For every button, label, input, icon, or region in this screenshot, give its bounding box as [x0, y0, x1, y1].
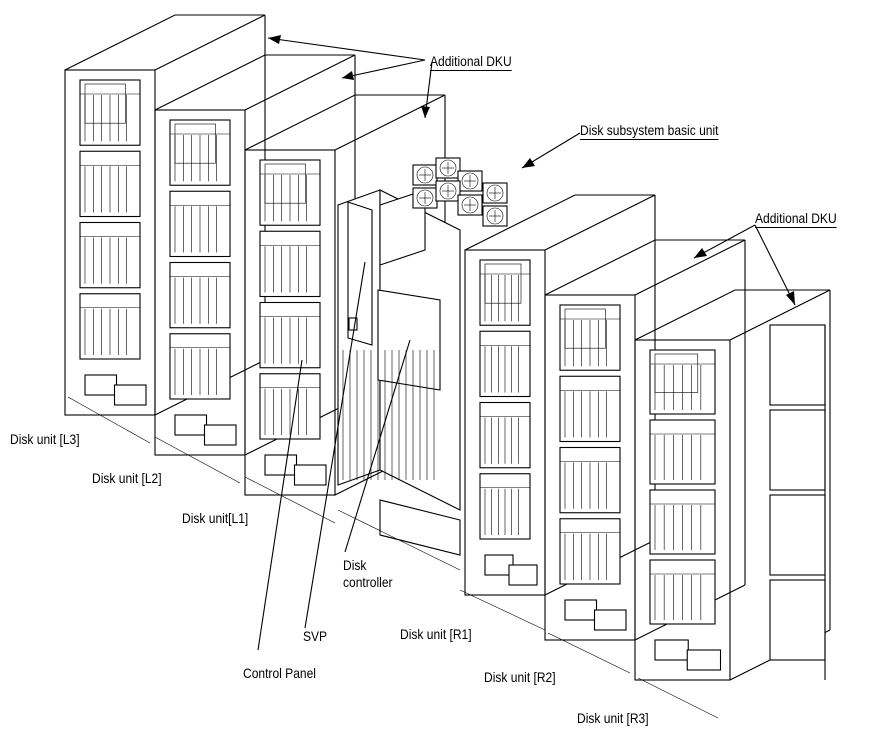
controller-base — [379, 499, 461, 556]
label-disk-controller-1: Disk — [343, 557, 367, 573]
upper-box — [379, 189, 426, 266]
label-additional-dku-top: Additional DKU — [430, 53, 512, 71]
label-disk-unit-l3: Disk unit [L3] — [10, 431, 80, 447]
label-svp: SVP — [303, 628, 328, 644]
bracket-6 — [547, 632, 631, 674]
label-disk-unit-r3: Disk unit [R3] — [577, 710, 649, 726]
cabinet-r2 — [544, 239, 746, 641]
svp-panel — [347, 201, 373, 346]
label-disk-unit-l1: Disk unit[L1] — [182, 510, 249, 526]
controller-slats — [342, 350, 435, 480]
bracket-1 — [67, 396, 151, 444]
label-disk-unit-l2: Disk unit [L2] — [92, 470, 162, 486]
bracket-2 — [154, 436, 241, 484]
fan-array — [412, 157, 508, 227]
leader-lines — [257, 35, 796, 651]
basic-unit-center — [337, 157, 508, 556]
label-additional-dku-right: Additional DKU — [755, 210, 837, 228]
bracket-4 — [337, 509, 461, 571]
control-panel-switch — [348, 317, 358, 331]
bracket-5 — [459, 589, 546, 631]
cabinet-l3 — [64, 14, 266, 416]
cabinet-r3 — [634, 289, 831, 681]
cabinet-l2 — [154, 54, 356, 456]
cabinet-r3-side — [769, 324, 826, 680]
cabinet-group — [64, 14, 831, 681]
label-disk-unit-r2: Disk unit [R2] — [484, 669, 556, 685]
bracket-3 — [244, 476, 336, 524]
label-basic-unit: Disk subsystem basic unit — [580, 122, 719, 140]
label-disk-controller-2: controller — [343, 574, 393, 590]
controller-board — [377, 289, 441, 391]
bracket-7 — [637, 677, 719, 719]
unit-brackets — [67, 396, 719, 719]
label-disk-unit-r1: Disk unit [R1] — [400, 626, 472, 642]
label-control-panel: Control Panel — [243, 665, 316, 681]
